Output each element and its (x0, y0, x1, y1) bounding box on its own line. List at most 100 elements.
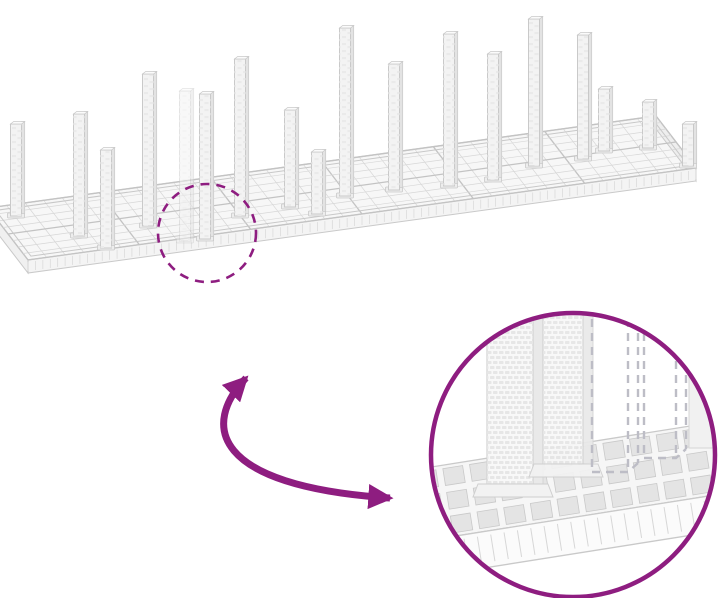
zoom-peg-texture (487, 315, 533, 484)
peg (70, 111, 89, 239)
peg-texture (528, 19, 540, 166)
peg (139, 71, 158, 229)
zoom-wall-slot (516, 530, 523, 558)
zoom-arrow-path (220, 375, 394, 510)
zoom-grid-cell (606, 463, 630, 485)
peg-texture (642, 102, 654, 148)
peg-top-face (641, 99, 658, 103)
peg-texture (284, 110, 296, 207)
zoom-wall-slot (424, 545, 428, 572)
peg-texture (142, 74, 154, 226)
peg-top-face (527, 16, 544, 20)
peg-top-face (486, 51, 503, 55)
peg-texture (199, 94, 211, 239)
zoom-wall-slot (530, 528, 536, 555)
zoom-wall-slot (570, 521, 576, 549)
peg-top-face (387, 61, 404, 65)
zoom-grid-cell (629, 435, 653, 457)
peg (639, 99, 658, 151)
zoom-wall-slot (623, 513, 629, 541)
zoom-grid-cell (659, 455, 683, 476)
peg-texture (577, 35, 589, 159)
detail-callout-circle (156, 182, 258, 284)
rack-isometric-view (0, 16, 698, 275)
zoom-peg-texture (543, 315, 583, 464)
peg-texture (311, 152, 323, 214)
zoom-grid-cell (433, 469, 440, 491)
zoom-wall-slot (503, 532, 509, 560)
peg-top-face (72, 111, 89, 115)
peg-top-face (310, 149, 327, 153)
peg-top-face (9, 121, 26, 125)
zoom-wall-slot (583, 519, 589, 547)
zoom-ghost-peg (590, 315, 640, 474)
peg (484, 51, 503, 183)
zoom-wall-slot (596, 517, 603, 545)
peg-texture (598, 89, 610, 151)
peg (308, 149, 327, 217)
zoom-ghost-peg (642, 315, 688, 460)
zoom-wall-slot (610, 515, 616, 543)
zoom-grid-cell (433, 516, 447, 538)
peg-top-face (141, 71, 158, 75)
peg (595, 86, 614, 154)
zoom-grid-cell (602, 439, 626, 461)
zoom-grid-cell (583, 491, 607, 513)
zoom-peg (528, 315, 604, 478)
zoom-wall-slot (543, 526, 549, 553)
zoom-grid-cell (663, 478, 687, 500)
zoom-grid-cell (389, 474, 411, 494)
zoom-wall-slot (436, 542, 443, 570)
peg-texture (234, 59, 246, 216)
zoom-grid-cell (393, 498, 415, 518)
peg (281, 107, 300, 210)
zoom-wall-slot (476, 536, 483, 564)
zoom-wall-slot (556, 523, 563, 551)
peg (525, 16, 544, 169)
zoom-wall-slot (676, 504, 683, 532)
grid-line (27, 167, 697, 261)
peg-texture (388, 64, 400, 190)
zoom-wall-slot (411, 547, 415, 574)
grid-line (17, 154, 687, 248)
peg-top-face (198, 91, 215, 95)
zoom-grid-cell (397, 521, 419, 541)
peg-top-face (597, 86, 614, 90)
detail-callout (156, 182, 258, 284)
grid-line (0, 222, 29, 261)
peg-texture (100, 150, 112, 248)
ghost-peg-base (592, 462, 639, 474)
zoom-arrow (220, 375, 394, 510)
zoom-peg-base (472, 483, 554, 498)
peg (574, 32, 593, 162)
zoom-peg-side (532, 315, 544, 485)
peg-texture (339, 28, 351, 196)
zoom-grid-cell (636, 482, 660, 504)
peg-texture (179, 91, 191, 241)
peg (385, 61, 404, 193)
zoom-grid-cell (655, 431, 680, 453)
zoom-wall-slot (636, 511, 643, 539)
peg-texture (10, 124, 22, 216)
zoom-peg (472, 315, 554, 498)
peg (231, 56, 250, 219)
zoom-wall-slot (397, 549, 401, 576)
peg-top-face (178, 88, 195, 92)
peg-top-face (576, 32, 593, 36)
zoom-grid-cell (503, 504, 527, 525)
peg (679, 121, 698, 169)
peg-ghost (176, 88, 195, 244)
zoom-border-circle (428, 310, 718, 598)
zoom-grid-cell (556, 495, 580, 517)
peg-top-face (233, 56, 250, 60)
peg-top-face (681, 121, 698, 125)
peg (97, 147, 116, 251)
zoom-grid-cell (442, 465, 466, 486)
zoom-grid-cell (686, 450, 710, 472)
peg (196, 91, 215, 242)
zoom-peg-side (582, 315, 594, 465)
peg-texture (487, 54, 499, 180)
zoom-wall-slot (450, 540, 456, 568)
zoom-wall-slot (650, 509, 656, 536)
